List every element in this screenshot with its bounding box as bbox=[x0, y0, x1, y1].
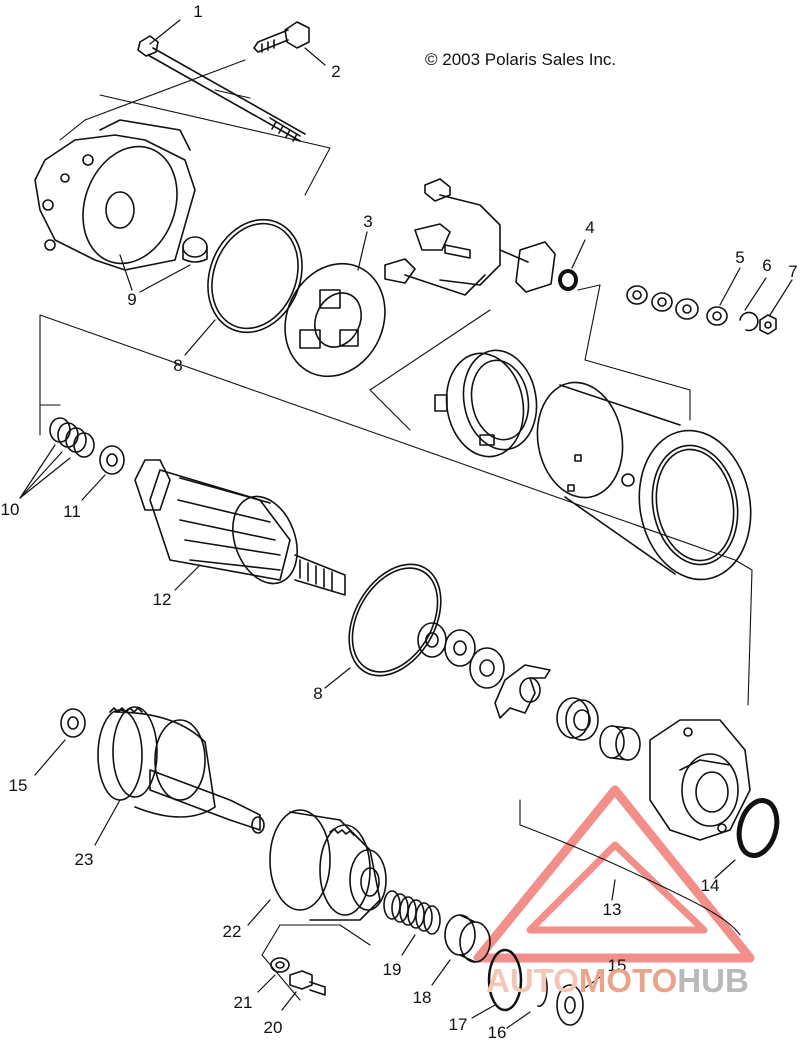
callout-8-upper: 8 bbox=[173, 356, 183, 375]
part-3-brush-plate bbox=[284, 231, 386, 378]
part-8-o-ring-lower bbox=[324, 563, 442, 689]
part-17-retainer-ring bbox=[471, 948, 523, 1019]
callout-22: 22 bbox=[222, 922, 242, 941]
callout-3: 3 bbox=[363, 212, 373, 231]
part-16-snap-ring bbox=[506, 969, 548, 1029]
part-10-springs bbox=[19, 417, 95, 499]
callout-14: 14 bbox=[700, 876, 720, 895]
callout-18: 18 bbox=[412, 988, 432, 1007]
part-12-armature bbox=[134, 459, 346, 596]
part-8-o-ring-upper bbox=[184, 218, 303, 356]
callout-11: 11 bbox=[63, 502, 81, 521]
part-11-thrust-washer bbox=[81, 445, 125, 501]
callout-23: 23 bbox=[74, 850, 94, 869]
callout-5: 5 bbox=[735, 248, 745, 267]
callout-9: 9 bbox=[127, 290, 137, 309]
watermark-part1: AUTO bbox=[486, 962, 579, 999]
watermark-logo: AUTOMOTOHUB bbox=[486, 962, 749, 1000]
motor-yoke bbox=[536, 381, 752, 581]
part-13-front-housing bbox=[611, 719, 751, 901]
part-23-gear-shaft bbox=[94, 706, 265, 846]
part-18-stop-collar bbox=[431, 914, 491, 986]
part-15-washer-left bbox=[34, 708, 86, 776]
callout-15-right: 15 bbox=[607, 956, 627, 975]
part-14-o-ring bbox=[714, 798, 780, 879]
part-4-retaining-ring bbox=[558, 239, 586, 291]
callout-2: 2 bbox=[331, 62, 341, 81]
middle-washers bbox=[417, 622, 551, 719]
part-19-spring bbox=[383, 890, 441, 956]
part-9-end-housing bbox=[34, 119, 208, 293]
part-1-through-bolt bbox=[137, 19, 306, 142]
watermark-part3: HUB bbox=[677, 962, 749, 999]
callout-10: 10 bbox=[0, 500, 20, 519]
bearings bbox=[556, 697, 641, 761]
part-20-bolt bbox=[281, 970, 326, 1011]
callout-13: 13 bbox=[602, 900, 622, 919]
copyright-notice: © 2003 Polaris Sales Inc. bbox=[425, 50, 617, 69]
callout-19: 19 bbox=[382, 960, 402, 979]
brush-holder-ring bbox=[434, 349, 538, 458]
watermark-triangle-icon bbox=[473, 785, 755, 963]
callout-20: 20 bbox=[263, 1018, 283, 1037]
callout-12: 12 bbox=[152, 590, 172, 609]
callout-8-lower: 8 bbox=[313, 684, 323, 703]
callout-15-left: 15 bbox=[8, 776, 28, 795]
part-2-bolt bbox=[253, 21, 326, 66]
callout-1: 1 bbox=[193, 2, 203, 21]
callout-4: 4 bbox=[585, 218, 595, 237]
watermark-part2: MOTO bbox=[578, 962, 678, 999]
callout-16: 16 bbox=[487, 1023, 507, 1042]
part-22-overrunning-clutch bbox=[247, 809, 387, 926]
brush-holder-assembly bbox=[384, 178, 556, 296]
callout-21: 21 bbox=[233, 993, 253, 1012]
parts-5-6-7-washers-nut bbox=[626, 267, 793, 335]
dashed-guide-lines bbox=[39, 59, 753, 1001]
callout-6: 6 bbox=[762, 256, 772, 275]
part-21-washer bbox=[257, 957, 290, 993]
callout-17: 17 bbox=[448, 1015, 468, 1034]
callout-7: 7 bbox=[788, 262, 798, 281]
part-15-washer-right bbox=[556, 974, 604, 1026]
